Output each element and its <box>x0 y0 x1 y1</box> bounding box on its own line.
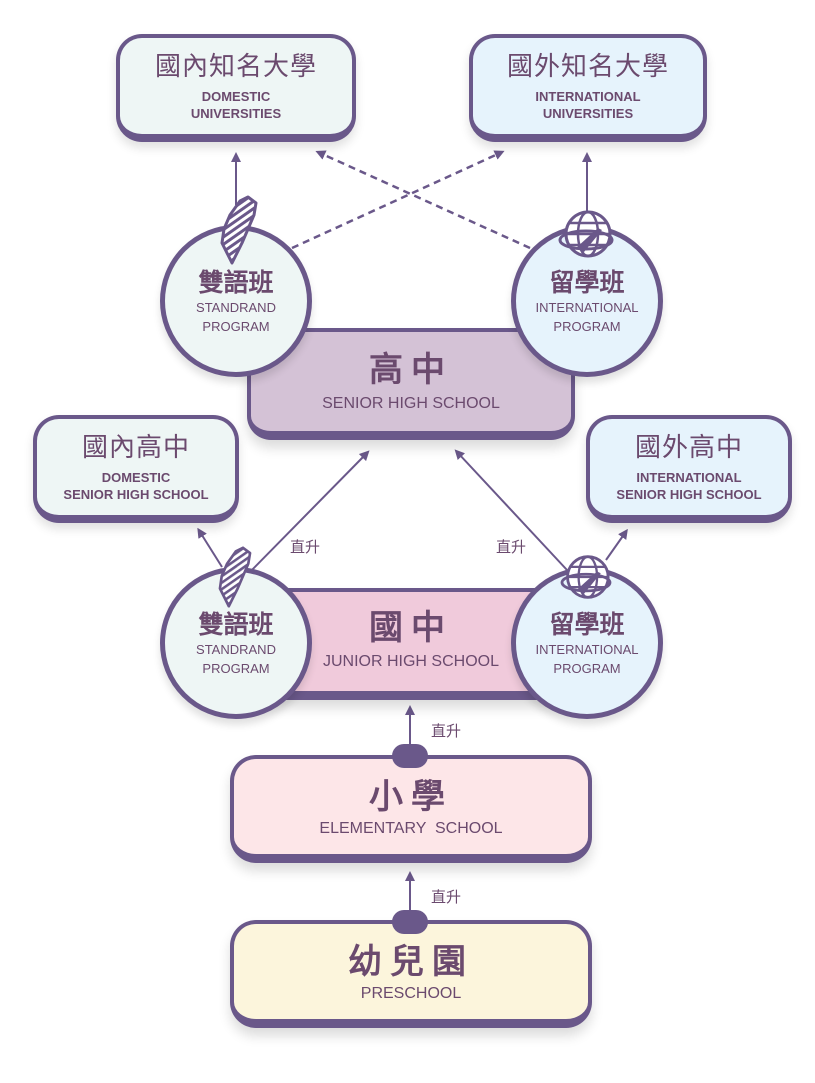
arrow-junior-intl-to-international-high <box>605 528 628 561</box>
taiwan-map-icon <box>218 546 252 608</box>
senior-international-program-en1: INTERNATIONAL <box>535 300 639 315</box>
junior-standard-program-en1: STANDRAND <box>196 642 276 657</box>
senior-high-en: SENIOR HIGH SCHOOL <box>322 395 500 412</box>
elementary-en: ELEMENTARY SCHOOL <box>319 820 503 837</box>
senior-high-tier: 高中 SENIOR HIGH SCHOOL <box>247 328 575 440</box>
domestic-senior-high-zh: 國內高中 <box>81 433 190 463</box>
senior-international-program-en2: PROGRAM <box>553 319 621 334</box>
senior-standard-program-en2: PROGRAM <box>202 319 270 334</box>
connector-knob <box>392 910 428 934</box>
international-senior-high-box: 國外高中 INTERNATIONAL SENIOR HIGH SCHOOL <box>586 415 792 523</box>
taiwan-map-icon <box>220 195 258 265</box>
international-senior-high-en2: SENIOR HIGH SCHOOL <box>616 487 762 502</box>
domestic-senior-high-box: 國內高中 DOMESTIC SENIOR HIGH SCHOOL <box>33 415 239 523</box>
direct-promotion-label-right: 直升 <box>496 538 527 556</box>
dashed-arrow-intl-to-domestic-univ <box>315 150 531 250</box>
arrow-junior-intl-to-senior <box>454 449 568 571</box>
junior-international-program-en1: INTERNATIONAL <box>535 642 639 657</box>
junior-international-program-en2: PROGRAM <box>553 661 621 676</box>
elementary-zh: 小學 <box>369 777 453 817</box>
preschool-zh: 幼兒園 <box>348 942 474 982</box>
preschool-tier: 幼兒園 PRESCHOOL <box>230 920 592 1028</box>
international-universities-en2: UNIVERSITIES <box>542 106 634 121</box>
domestic-senior-high-en1: DOMESTIC <box>101 470 171 485</box>
domestic-universities-box: 國內知名大學 DOMESTIC UNIVERSITIES <box>116 34 356 142</box>
direct-promotion-label-elementary: 直升 <box>431 722 462 740</box>
junior-high-en: JUNIOR HIGH SCHOOL <box>322 653 499 670</box>
globe-plane-icon <box>558 210 614 258</box>
connector-knob <box>392 744 428 768</box>
domestic-universities-en2: UNIVERSITIES <box>190 106 282 121</box>
junior-international-program-zh: 留學班 <box>549 610 625 639</box>
senior-international-program-zh: 留學班 <box>549 268 625 297</box>
elementary-tier: 小學 ELEMENTARY SCHOOL <box>230 755 592 863</box>
international-senior-high-en1: INTERNATIONAL <box>636 470 742 485</box>
junior-high-zh: 國中 <box>369 608 453 648</box>
domestic-senior-high-en2: SENIOR HIGH SCHOOL <box>63 487 209 502</box>
international-universities-box: 國外知名大學 INTERNATIONAL UNIVERSITIES <box>469 34 707 142</box>
junior-standard-program-en2: PROGRAM <box>202 661 270 676</box>
direct-promotion-label-preschool: 直升 <box>431 888 462 906</box>
senior-high-zh: 高中 <box>369 350 453 390</box>
international-universities-zh: 國外知名大學 <box>506 52 669 82</box>
preschool-en: PRESCHOOL <box>360 985 462 1002</box>
senior-standard-program-en1: STANDRAND <box>196 300 276 315</box>
domestic-universities-zh: 國內知名大學 <box>154 52 317 82</box>
international-senior-high-zh: 國外高中 <box>634 433 743 463</box>
globe-plane-icon <box>560 555 612 599</box>
direct-promotion-label-left: 直升 <box>290 538 321 556</box>
domestic-universities-en1: DOMESTIC <box>201 89 271 104</box>
arrow-junior-standard-to-domestic-high <box>197 527 223 568</box>
dashed-arrow-standard-to-international-univ <box>291 150 505 250</box>
senior-standard-program-zh: 雙語班 <box>198 268 274 297</box>
international-universities-en1: INTERNATIONAL <box>535 89 641 104</box>
arrow-junior-standard-to-senior <box>246 450 370 576</box>
junior-standard-program-zh: 雙語班 <box>198 610 274 639</box>
